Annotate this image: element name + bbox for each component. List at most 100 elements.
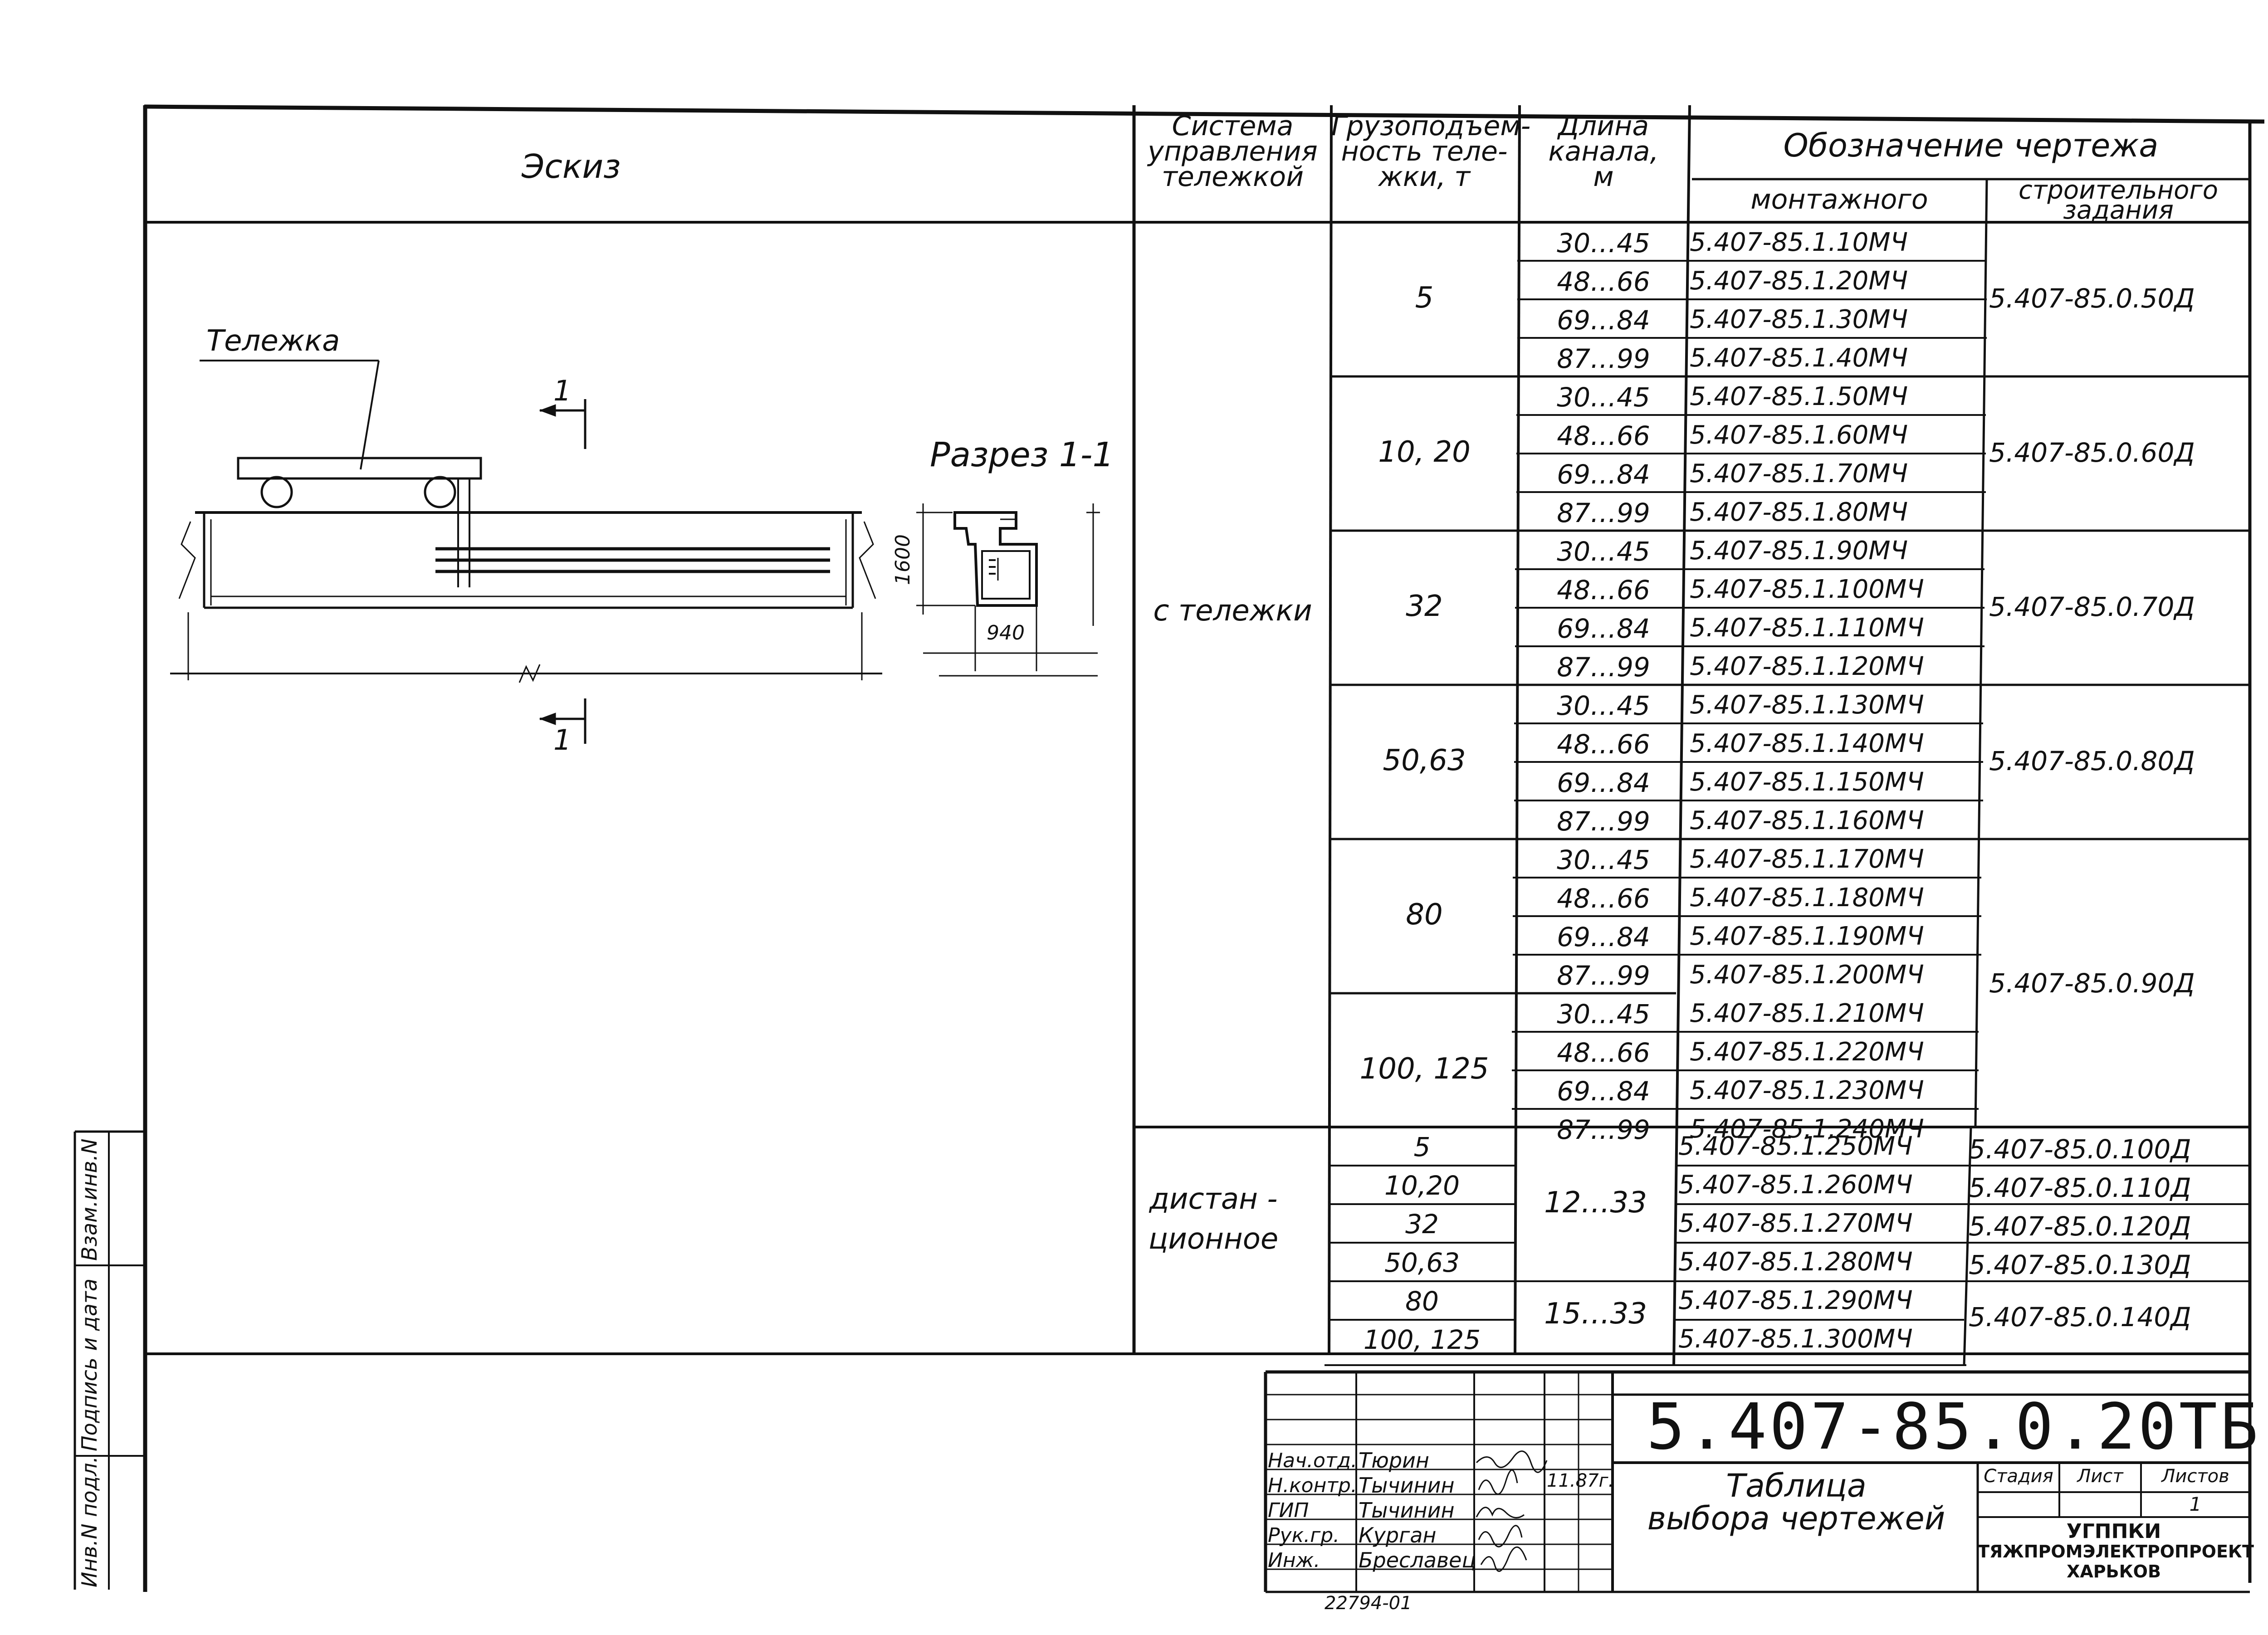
length-cell: 30…45: [1557, 844, 1650, 875]
organization-line-3: ХАРЬКОВ: [2067, 1562, 2161, 1581]
section-width-dim: 940: [987, 621, 1025, 644]
g2-mounting-code-cell: 5.407-85.1.290МЧ: [1678, 1286, 1913, 1315]
header-capacity: Грузоподъем- ность теле- жки, т: [1331, 112, 1530, 193]
capacity-cell: 50,63: [1383, 744, 1466, 777]
mounting-code-cell: 5.407-85.1.240МЧ: [1690, 1114, 1924, 1144]
mounting-code-cell: 5.407-85.1.10МЧ: [1690, 228, 1908, 257]
g2-construction-code-cell: 5.407-85.0.140Д: [1969, 1302, 2191, 1332]
signer-name: Тюрин: [1359, 1448, 1429, 1473]
capacity-cell: 10, 20: [1378, 435, 1471, 469]
g2-construction-code-cell: 5.407-85.0.120Д: [1969, 1211, 2191, 1242]
system-with-trolley: с тележки: [1153, 594, 1312, 628]
header-length-line-1: Длина: [1558, 110, 1649, 142]
mounting-code-cell: 5.407-85.1.40МЧ: [1690, 343, 1908, 373]
length-cell: 48…66: [1557, 883, 1650, 914]
header-construction: строительного задания: [1987, 176, 2250, 225]
sheets-value: 1: [2189, 1493, 2202, 1515]
document-title: Таблица выбора чертежей: [1615, 1469, 1978, 1535]
header-length-line-3: м: [1593, 161, 1614, 193]
signer-role: Н.контр.: [1268, 1474, 1357, 1497]
section-height-dim: 1600: [891, 534, 914, 585]
construction-code-cell: 5.407-85.0.80Д: [1989, 746, 2195, 776]
signer-name: Курган: [1359, 1523, 1437, 1547]
length-cell: 30…45: [1557, 228, 1650, 259]
mounting-code-cell: 5.407-85.1.30МЧ: [1690, 305, 1908, 334]
mounting-code-cell: 5.407-85.1.130МЧ: [1690, 690, 1924, 720]
mounting-code-cell: 5.407-85.1.190МЧ: [1690, 922, 1924, 951]
signer-name: Тычинин: [1359, 1473, 1455, 1498]
header-length-line-2: канала,: [1548, 136, 1659, 167]
length-cell: 48…66: [1557, 575, 1650, 605]
mounting-code-cell: 5.407-85.1.200МЧ: [1690, 960, 1924, 990]
mounting-code-cell: 5.407-85.1.140МЧ: [1690, 729, 1924, 758]
length-cell: 30…45: [1557, 536, 1650, 567]
header-construction-line-1: строительного: [2018, 176, 2219, 205]
header-system: Система управления тележкой: [1136, 112, 1329, 190]
mounting-code-cell: 5.407-85.1.90МЧ: [1690, 536, 1908, 566]
g2-capacity-cell: 100, 125: [1363, 1324, 1481, 1355]
mounting-code-cell: 5.407-85.1.80МЧ: [1690, 498, 1908, 527]
length-cell: 69…84: [1557, 767, 1650, 798]
length-cell: 69…84: [1557, 922, 1650, 952]
g2-mounting-code-cell: 5.407-85.1.270МЧ: [1678, 1209, 1913, 1238]
capacity-cell: 5: [1415, 281, 1434, 315]
mounting-code-cell: 5.407-85.1.170МЧ: [1690, 844, 1924, 874]
construction-code-cell: 5.407-85.0.50Д: [1989, 283, 2195, 314]
g2-capacity-cell: 32: [1405, 1209, 1439, 1240]
construction-code-cell: 5.407-85.0.60Д: [1989, 437, 2195, 468]
g2-capacity-cell: 5: [1413, 1132, 1431, 1162]
length-cell: 69…84: [1557, 1076, 1650, 1107]
mounting-code-cell: 5.407-85.1.180МЧ: [1690, 883, 1924, 913]
length-cell: 48…66: [1557, 1037, 1650, 1068]
length-cell: 30…45: [1557, 690, 1650, 721]
g2-construction-code-cell: 5.407-85.0.100Д: [1969, 1134, 2191, 1165]
g2-construction-code-cell: 5.407-85.0.110Д: [1969, 1172, 2191, 1203]
cut-mark-bottom: 1: [553, 723, 572, 756]
header-mounting: монтажного: [1750, 184, 1928, 215]
mounting-code-cell: 5.407-85.1.60МЧ: [1690, 420, 1908, 450]
side-stamp-sign: Подпись и дата: [77, 1278, 102, 1451]
trolley-label: Тележка: [206, 324, 340, 358]
mounting-code-cell: 5.407-85.1.220МЧ: [1690, 1037, 1924, 1067]
g2-capacity-cell: 80: [1405, 1286, 1439, 1317]
header-length: Длина канала, м: [1520, 110, 1687, 193]
mounting-code-cell: 5.407-85.1.20МЧ: [1690, 266, 1908, 296]
capacity-cell: 32: [1406, 590, 1443, 623]
section-1-1-drawing: [916, 503, 1100, 677]
mounting-code-cell: 5.407-85.1.120МЧ: [1690, 652, 1924, 681]
length-cell: 69…84: [1557, 459, 1650, 490]
mounting-code-cell: 5.407-85.1.50МЧ: [1690, 382, 1908, 411]
section-title: Разрез 1-1: [930, 435, 1114, 474]
length-cell: 30…45: [1557, 382, 1650, 413]
construction-code-cell: 5.407-85.0.90Д: [1989, 968, 2195, 999]
header-construction-line-2: задания: [2063, 195, 2174, 225]
length-cell: 87…99: [1557, 1114, 1650, 1145]
mounting-code-cell: 5.407-85.1.70МЧ: [1690, 459, 1908, 488]
organization-line-2: ТЯЖПРОМЭЛЕКТРОПРОЕКТ: [1978, 1542, 2254, 1562]
length-cell: 48…66: [1557, 420, 1650, 451]
document-title-line-2: выбора чертежей: [1647, 1500, 1945, 1537]
header-designation: Обозначение чертежа: [1783, 127, 2159, 164]
length-cell: 30…45: [1557, 999, 1650, 1030]
signer-role: Рук.гр.: [1268, 1524, 1340, 1547]
g2-mounting-code-cell: 5.407-85.1.280МЧ: [1678, 1247, 1913, 1277]
header-system-line-2: управления: [1148, 136, 1318, 167]
length-cell: 69…84: [1557, 613, 1650, 644]
system-remote: дистан - ционное: [1136, 1179, 1290, 1259]
length-cell: 87…99: [1557, 960, 1650, 991]
signer-name: Тычинин: [1359, 1498, 1455, 1523]
header-capacity-line-3: жки, т: [1378, 161, 1471, 193]
length-cell: 87…99: [1557, 343, 1650, 374]
header-sketch: Эскиз: [522, 147, 621, 185]
mounting-code-cell: 5.407-85.1.110МЧ: [1690, 613, 1924, 643]
organization-line-1: УГППКИ: [2066, 1520, 2161, 1543]
length-cell: 48…66: [1557, 729, 1650, 760]
construction-code-cell: 5.407-85.0.70Д: [1989, 591, 2195, 622]
length-cell: 87…99: [1557, 652, 1650, 683]
organization: УГППКИ ТЯЖПРОМЭЛЕКТРОПРОЕКТ ХАРЬКОВ: [1978, 1520, 2254, 1582]
signer-role: Инж.: [1268, 1549, 1320, 1572]
g2-capacity-cell: 10,20: [1384, 1170, 1460, 1201]
signer-name: Бреславец: [1359, 1548, 1476, 1572]
length-cell: 87…99: [1557, 806, 1650, 837]
